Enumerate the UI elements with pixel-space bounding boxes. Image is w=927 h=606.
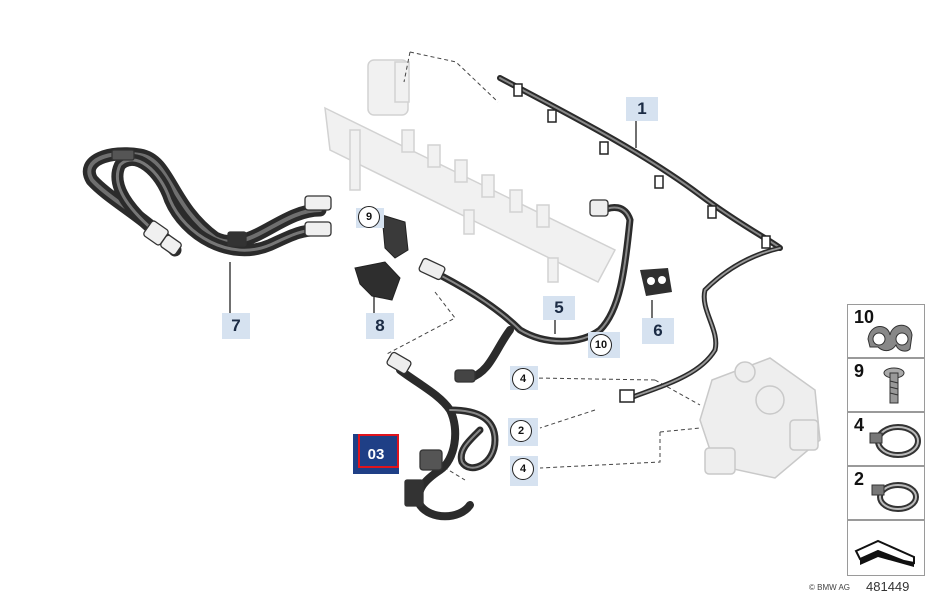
bracket-9 [381, 214, 409, 259]
callout-part-7[interactable]: 7 [222, 313, 250, 339]
legend-item-10[interactable]: 10 [847, 304, 925, 358]
callout-part-5[interactable]: 5 [543, 296, 575, 320]
circled-callout-4-lower[interactable]: 4 [512, 458, 534, 480]
pump-ghost [699, 357, 821, 479]
legend-item-2[interactable]: 2 [847, 466, 925, 520]
callout-part-6[interactable]: 6 [642, 318, 674, 344]
legend-item-9[interactable]: 9 [847, 358, 925, 412]
gasket-6 [640, 268, 672, 296]
diagram-id: 481449 [866, 579, 910, 594]
hose-clamp-icon [869, 424, 921, 458]
copyright-text: © BMW AG [809, 583, 851, 592]
legend-item-arrow[interactable] [847, 520, 925, 576]
legend-number: 2 [854, 469, 865, 489]
direction-arrow-icon [854, 539, 915, 567]
double-clip-icon [867, 324, 913, 352]
circled-callout-4-upper[interactable]: 4 [512, 368, 534, 390]
circled-callout-10[interactable]: 10 [590, 334, 612, 356]
legend-item-4[interactable]: 4 [847, 412, 925, 466]
dashed-leaders [384, 51, 701, 481]
legend-number: 9 [854, 361, 865, 381]
bracket-8 [354, 261, 401, 301]
fittings-03 [386, 351, 443, 507]
fuel-hose-7 [83, 147, 327, 257]
circled-callout-2[interactable]: 2 [510, 420, 532, 442]
legend-number: 10 [854, 307, 875, 327]
fittings-5 [418, 199, 609, 383]
callout-leaders [229, 118, 653, 334]
hose-fittings-7 [111, 149, 332, 256]
selected-part-callout[interactable]: 03 [353, 434, 399, 474]
callout-part-1[interactable]: 1 [626, 97, 658, 121]
legend-number: 4 [854, 415, 865, 435]
circled-callout-9[interactable]: 9 [358, 206, 380, 228]
callout-part-8[interactable]: 8 [366, 313, 394, 339]
clips-part1 [513, 83, 771, 403]
screw-icon [883, 367, 905, 404]
fuel-rail-ghost [324, 59, 617, 283]
leak-off-line [497, 75, 783, 401]
hose-clamp-icon [871, 482, 919, 512]
